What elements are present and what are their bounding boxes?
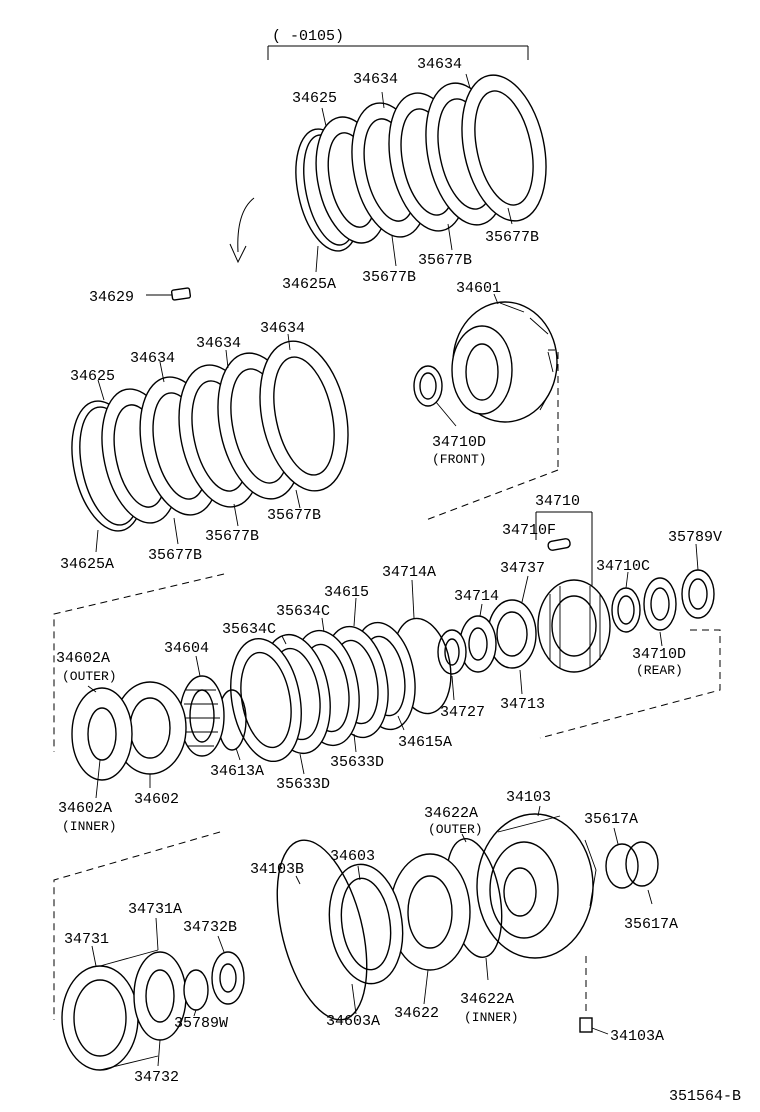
label-34622a-outer: 34622A [424, 805, 478, 822]
label-34604: 34604 [164, 640, 209, 657]
label-34602a-outer: 34602A [56, 650, 110, 667]
label-34625: 34625 [70, 368, 115, 385]
return-spring-34604 [179, 675, 225, 757]
label-35633d: 35633D [330, 754, 384, 771]
label-34714: 34714 [454, 588, 499, 605]
bearing-race-34710c [611, 587, 641, 633]
label-34629: 34629 [89, 289, 134, 306]
label-34713: 34713 [500, 696, 545, 713]
direct-clutch-drum [451, 293, 559, 470]
label-34103a: 34103A [610, 1028, 664, 1045]
planetary-carrier [537, 579, 611, 673]
label-35677b: 35677B [267, 507, 321, 524]
label-34625: 34625 [292, 90, 337, 107]
seal-ring-35617a [625, 841, 659, 887]
range-label: ( -0105) [272, 28, 344, 45]
label-34731a: 34731A [128, 901, 182, 918]
label-34727: 34727 [440, 704, 485, 721]
label-rear: (REAR) [636, 663, 683, 678]
label-34732: 34732 [134, 1069, 179, 1086]
label-35677b: 35677B [485, 229, 539, 246]
label-34103b: 34103B [250, 861, 304, 878]
seal-ring-35617a [605, 843, 639, 889]
thrust-washer-34732b [211, 951, 245, 1005]
label-inner: (INNER) [464, 1010, 519, 1025]
label-34714a: 34714A [382, 564, 436, 581]
label-35617a: 35617A [584, 811, 638, 828]
label-34634: 34634 [353, 71, 398, 88]
label-outer: (OUTER) [428, 822, 483, 837]
label-outer: (OUTER) [62, 669, 117, 684]
label-34737: 34737 [500, 560, 545, 577]
snap-ring-35789w [183, 969, 209, 1011]
label-34710d-rear: 34710D [632, 646, 686, 663]
label-34634: 34634 [417, 56, 462, 73]
direction-arrow [237, 197, 255, 253]
bearing-34727 [437, 629, 467, 675]
label-front: (FRONT) [432, 452, 487, 467]
label-34710c: 34710C [596, 558, 650, 575]
label-35677b: 35677B [362, 269, 416, 286]
bolt-34103a [579, 1017, 593, 1033]
label-35677b: 35677B [418, 252, 472, 269]
thrust-bearing-rear [643, 577, 677, 631]
bottom-assembly [53, 805, 659, 1071]
label-34601: 34601 [456, 280, 501, 297]
snap-ring-35789v [681, 569, 715, 619]
label-34710f: 34710F [502, 522, 556, 539]
piston-34603 [328, 863, 404, 985]
label-34732b: 34732B [183, 919, 237, 936]
label-34602a-inner: 34602A [58, 800, 112, 817]
thrust-bearing-race-front [413, 365, 457, 427]
label-35633d: 35633D [276, 776, 330, 793]
label-34603a: 34603A [326, 1013, 380, 1030]
label-34602: 34602 [134, 791, 179, 808]
label-35677b: 35677B [148, 547, 202, 564]
label-34634: 34634 [196, 335, 241, 352]
label-35634c: 35634C [276, 603, 330, 620]
clutch-plate [461, 74, 547, 222]
label-34634: 34634 [260, 320, 305, 337]
pin-34710f [547, 538, 571, 551]
pin-34629 [146, 287, 192, 301]
label-34731: 34731 [64, 931, 109, 948]
clutch-assembly-row [53, 511, 721, 799]
label-35617a: 35617A [624, 916, 678, 933]
label-34710: 34710 [535, 493, 580, 510]
label-inner: (INNER) [62, 819, 117, 834]
piston-34622 [389, 853, 471, 971]
label-34622: 34622 [394, 1005, 439, 1022]
label-35677b: 35677B [205, 528, 259, 545]
label-34615a: 34615A [398, 734, 452, 751]
drawing-number: 351564-B [669, 1088, 741, 1105]
label-34634: 34634 [130, 350, 175, 367]
label-35789w: 35789W [174, 1015, 228, 1032]
label-34622a-inner: 34622A [460, 991, 514, 1008]
label-34625a: 34625A [282, 276, 336, 293]
label-34103: 34103 [506, 789, 551, 806]
label-34710d-front: 34710D [432, 434, 486, 451]
label-34603: 34603 [330, 848, 375, 865]
middle-clutch-pack [71, 333, 349, 553]
snap-ring-34103b [276, 839, 368, 1021]
label-35634c: 35634C [222, 621, 276, 638]
o-ring-34602a [71, 687, 133, 781]
label-34625a: 34625A [60, 556, 114, 573]
label-34613a: 34613A [210, 763, 264, 780]
label-35789v: 35789V [668, 529, 722, 546]
label-34615: 34615 [324, 584, 369, 601]
top-clutch-pack [229, 45, 547, 273]
